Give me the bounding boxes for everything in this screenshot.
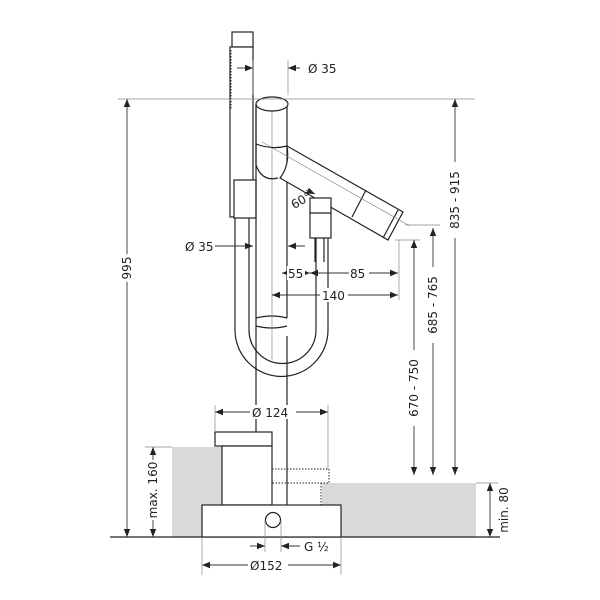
label-max-160: max. 160 <box>146 462 160 519</box>
label-dia-152: Ø152 <box>250 559 282 573</box>
label-dia-mid: Ø 35 <box>185 240 214 254</box>
label-dia-124: Ø 124 <box>252 406 288 420</box>
floor-right <box>322 483 476 537</box>
hand-shower <box>229 31 257 219</box>
mixer-pipe <box>309 197 332 262</box>
label-thread: G ½ <box>304 540 329 554</box>
label-995: 995 <box>120 257 134 280</box>
label-835-915: 835 - 915 <box>448 171 462 229</box>
base <box>201 431 342 538</box>
label-670-750: 670 - 750 <box>407 359 421 417</box>
label-140: 140 <box>322 289 345 303</box>
label-min-80: min. 80 <box>497 487 511 533</box>
label-85: 85 <box>350 267 365 281</box>
spout <box>255 141 411 241</box>
label-685-765: 685 - 765 <box>426 276 440 334</box>
column <box>255 96 289 505</box>
label-dia-top: Ø 35 <box>308 62 337 76</box>
label-55: 55 <box>288 267 303 281</box>
